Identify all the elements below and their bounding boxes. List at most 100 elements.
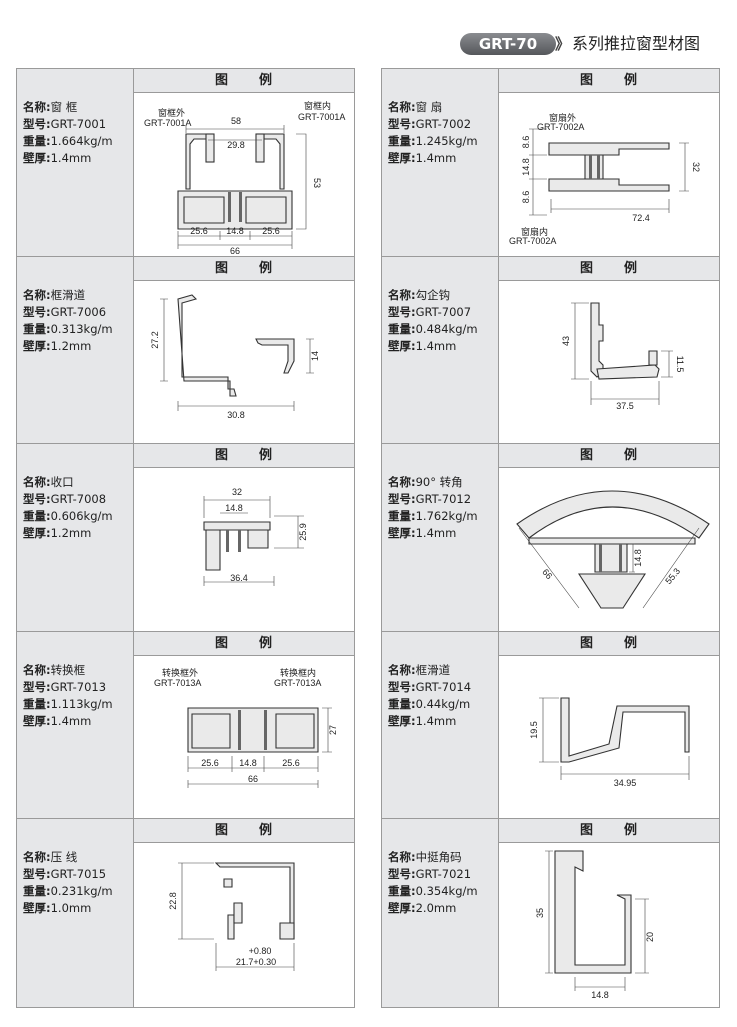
series-badge: GRT-70 (460, 33, 556, 55)
profile-drawing: 19.5 34.95 (499, 655, 719, 819)
svg-text:32: 32 (691, 162, 701, 172)
profile-info: 名称:窗 扇 型号:GRT-7002 重量:1.245kg/m 壁厚:1.4mm (382, 69, 499, 256)
profile-wall: 1.4mm (50, 151, 92, 165)
profile-card: 名称:中挺角码 型号:GRT-7021 重量:0.354kg/m 壁厚:2.0m… (382, 819, 719, 1007)
svg-text:37.5: 37.5 (616, 401, 634, 411)
profile-name: 框滑道 (50, 287, 86, 302)
profile-drawing: 58 29.8 53 25.6 14.8 25.6 66 窗框外 GRT-700… (134, 93, 354, 256)
svg-text:35: 35 (535, 908, 545, 918)
profile-drawing: 35 20 14.8 (499, 843, 719, 1007)
profile-weight: 1.245kg/m (415, 134, 478, 148)
profile-wall: 1.0mm (50, 901, 92, 916)
profile-weight: 0.231kg/m (50, 884, 113, 899)
left-column: 名称:窗 框 型号:GRT-7001 重量:1.664kg/m 壁厚:1.4mm… (16, 68, 355, 1008)
svg-text:11.5: 11.5 (675, 355, 685, 372)
profile-wall: 1.2mm (50, 526, 92, 541)
profile-card: 名称:收口 型号:GRT-7008 重量:0.606kg/m 壁厚:1.2mm … (17, 444, 354, 632)
profile-wall: 1.4mm (50, 713, 92, 728)
profile-name: 窗 扇 (415, 100, 443, 114)
svg-text:转换框内: 转换框内 (280, 667, 316, 678)
svg-text:8.6: 8.6 (521, 191, 531, 204)
profile-info: 名称:收口 型号:GRT-7008 重量:0.606kg/m 壁厚:1.2mm (17, 444, 134, 631)
profile-model: GRT-7001 (50, 117, 107, 131)
profile-drawing: 43 11.5 37.5 (499, 280, 719, 444)
svg-text:25.9: 25.9 (298, 523, 308, 541)
svg-text:GRT-7002A: GRT-7002A (537, 122, 584, 132)
profile-weight: 0.606kg/m (50, 509, 113, 524)
profile-model: GRT-7007 (415, 304, 472, 319)
profile-name: 压 线 (50, 850, 78, 865)
legend-header: 图例 (134, 444, 354, 469)
profile-model: GRT-7012 (415, 492, 472, 507)
svg-text:30.8: 30.8 (227, 410, 245, 420)
profile-info: 名称:90° 转角 型号:GRT-7012 重量:1.762kg/m 壁厚:1.… (382, 444, 499, 631)
svg-text:25.6: 25.6 (262, 226, 280, 236)
legend-header: 图例 (134, 819, 354, 844)
profile-model: GRT-7021 (415, 867, 472, 882)
profile-card: 名称:勾企钩 型号:GRT-7007 重量:0.484kg/m 壁厚:1.4mm… (382, 256, 719, 445)
profile-wall: 2.0mm (415, 901, 457, 916)
profile-card: 名称:窗 框 型号:GRT-7001 重量:1.664kg/m 壁厚:1.4mm… (17, 69, 354, 257)
profile-name: 勾企钩 (415, 287, 451, 302)
profile-wall: 1.2mm (50, 338, 92, 353)
svg-text:14: 14 (310, 351, 320, 361)
profile-model: GRT-7015 (50, 867, 107, 882)
legend-header: 图例 (499, 69, 719, 93)
svg-text:窗扇内: 窗扇内 (521, 226, 548, 237)
chevron-icon: 》 (555, 35, 571, 53)
profile-info: 名称:勾企钩 型号:GRT-7007 重量:0.484kg/m 壁厚:1.4mm (382, 256, 499, 444)
series-title: 系列推拉窗型材图 (572, 34, 701, 53)
svg-text:66: 66 (248, 774, 258, 784)
profile-drawing: 27.2 14 30.8 (134, 280, 354, 444)
svg-text:14.8: 14.8 (633, 549, 643, 567)
profile-wall: 1.4mm (415, 338, 457, 353)
svg-text:14.8: 14.8 (521, 158, 531, 176)
profile-model: GRT-7006 (50, 304, 107, 319)
legend-header: 图例 (499, 256, 719, 281)
svg-text:窗框内: 窗框内 (304, 100, 331, 111)
svg-text:72.4: 72.4 (632, 213, 650, 223)
profile-card: 名称:框滑道 型号:GRT-7006 重量:0.313kg/m 壁厚:1.2mm… (17, 256, 354, 445)
profile-drawing: 8.6 14.8 8.6 32 72.4 窗扇外 GRT-7002A 窗扇内 G… (499, 93, 719, 256)
profile-name: 中挺角码 (415, 850, 462, 865)
svg-text:GRT-7013A: GRT-7013A (154, 678, 201, 688)
profile-weight: 0.354kg/m (415, 884, 478, 899)
svg-text:25.6: 25.6 (282, 758, 300, 768)
profile-card: 名称:压 线 型号:GRT-7015 重量:0.231kg/m 壁厚:1.0mm… (17, 819, 354, 1007)
legend-header: 图例 (134, 256, 354, 281)
legend-header: 图例 (499, 631, 719, 656)
profile-info: 名称:转换框 型号:GRT-7013 重量:1.113kg/m 壁厚:1.4mm (17, 631, 134, 819)
svg-text:34.95: 34.95 (614, 778, 637, 788)
svg-text:14.8: 14.8 (226, 226, 244, 236)
profile-info: 名称:中挺角码 型号:GRT-7021 重量:0.354kg/m 壁厚:2.0m… (382, 819, 499, 1007)
svg-text:GRT-7013A: GRT-7013A (274, 678, 321, 688)
profile-info: 名称:框滑道 型号:GRT-7014 重量:0.44kg/m 壁厚:1.4mm (382, 631, 499, 819)
svg-text:窗扇外: 窗扇外 (549, 112, 576, 123)
svg-text:43: 43 (561, 336, 571, 346)
legend-header: 图例 (134, 69, 354, 93)
svg-text:32: 32 (232, 487, 242, 497)
svg-text:窗框外: 窗框外 (158, 107, 185, 118)
profile-drawing: 66 14.8 55.3 (499, 468, 719, 631)
svg-text:14.8: 14.8 (225, 503, 243, 513)
svg-text:66: 66 (230, 246, 240, 256)
svg-text:25.6: 25.6 (190, 226, 208, 236)
profile-name: 窗 框 (50, 100, 78, 114)
profile-info: 名称:窗 框 型号:GRT-7001 重量:1.664kg/m 壁厚:1.4mm (17, 69, 134, 256)
legend-header: 图例 (499, 819, 719, 844)
profile-weight: 1.664kg/m (50, 134, 113, 148)
profile-model: GRT-7014 (415, 679, 472, 694)
page-header: GRT-70 》 系列推拉窗型材图 (455, 33, 737, 55)
profile-card: 名称:框滑道 型号:GRT-7014 重量:0.44kg/m 壁厚:1.4mm … (382, 631, 719, 820)
profile-name: 转换框 (50, 662, 86, 677)
svg-text:22.8: 22.8 (168, 893, 178, 911)
profile-name: 收口 (50, 475, 74, 490)
profile-info: 名称:压 线 型号:GRT-7015 重量:0.231kg/m 壁厚:1.0mm (17, 819, 134, 1007)
profile-wall: 1.4mm (415, 151, 457, 165)
profile-model: GRT-7002 (415, 117, 472, 131)
svg-text:19.5: 19.5 (529, 721, 539, 739)
svg-text:27: 27 (328, 725, 338, 735)
profile-weight: 1.762kg/m (415, 509, 478, 524)
profile-card: 名称:90° 转角 型号:GRT-7012 重量:1.762kg/m 壁厚:1.… (382, 444, 719, 632)
profile-info: 名称:框滑道 型号:GRT-7006 重量:0.313kg/m 壁厚:1.2mm (17, 256, 134, 444)
